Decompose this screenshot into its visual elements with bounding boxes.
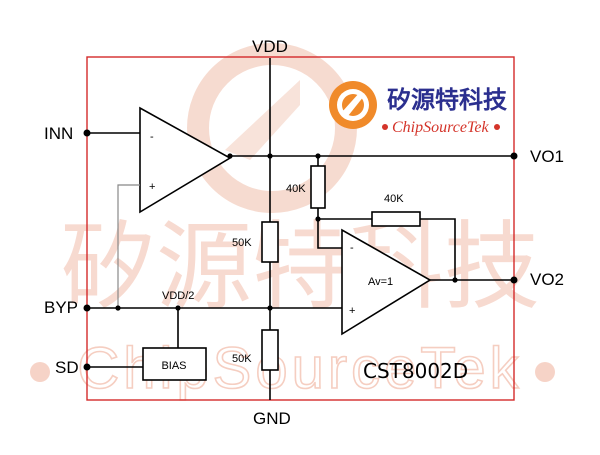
resistor-divider-bottom-label: 50K xyxy=(232,353,252,365)
company-logo: 矽源特科技 ChipSourceTek xyxy=(329,81,508,136)
pin-vdd: VDD xyxy=(252,37,288,56)
watermark-dot-left xyxy=(30,362,50,382)
resistor-40k-vertical xyxy=(310,165,326,209)
opamp-2 xyxy=(341,228,432,336)
opamp-1-plus-wire xyxy=(117,184,140,308)
opamp-2-gain: Av=1 xyxy=(368,276,393,288)
pin-inn: INN xyxy=(44,124,73,143)
resistor-40k-vertical-label: 40K xyxy=(286,183,306,195)
watermark-chinese: 矽源特科技 xyxy=(60,211,540,323)
opamp-2-plus: + xyxy=(349,305,355,317)
opamp-1 xyxy=(139,106,232,214)
bias-label: BIAS xyxy=(161,360,186,372)
pin-gnd: GND xyxy=(253,409,291,428)
opamp-2-minus: - xyxy=(350,242,354,254)
pin-vo2: VO2 xyxy=(530,270,564,289)
pin-sd: SD xyxy=(55,358,79,377)
logo-chinese-text: 矽源特科技 xyxy=(387,85,508,114)
chip-outline xyxy=(86,56,515,401)
watermark: 矽源特科技 ChipSourceTek xyxy=(30,43,555,402)
resistor-divider-bottom xyxy=(261,329,279,371)
feedback-right-wire xyxy=(420,218,456,280)
opamp-1-plus: + xyxy=(149,181,155,193)
watermark-dot-right xyxy=(535,362,555,382)
pin-vo1: VO1 xyxy=(530,147,564,166)
part-number: CST8002D xyxy=(363,359,468,383)
resistor-divider-top xyxy=(261,221,279,263)
opamp-1-minus: - xyxy=(150,131,154,143)
bias-block xyxy=(142,347,207,381)
resistor-40k-horizontal-label: 40K xyxy=(384,193,404,205)
logo-english-text: ChipSourceTek xyxy=(392,119,489,136)
resistor-divider-top-label: 50K xyxy=(232,237,252,249)
vdd-half-label: VDD/2 xyxy=(162,290,194,302)
resistor-40k-horizontal xyxy=(371,211,421,227)
pin-byp: BYP xyxy=(44,298,78,317)
